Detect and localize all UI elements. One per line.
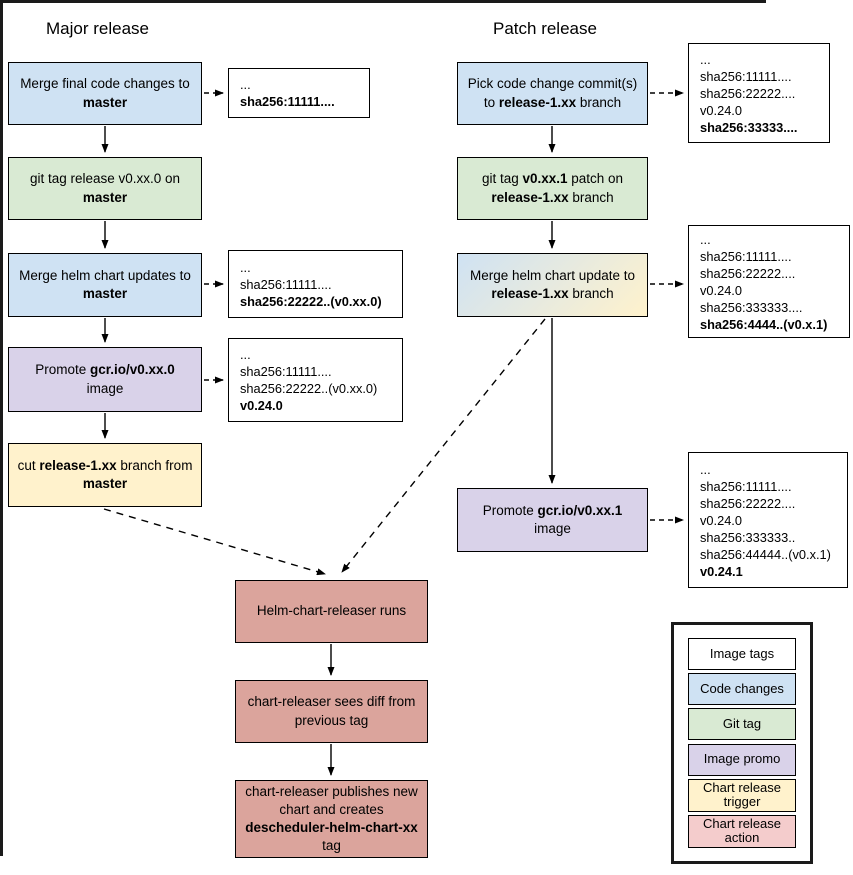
major-release-title: Major release (46, 19, 149, 38)
tag-line: sha256:11111.... (240, 364, 332, 379)
tag-box-patch-1: ...sha256:11111....sha256:22222....v0.24… (688, 43, 830, 143)
tag-box-major-1: ... sha256:11111.... (228, 68, 370, 118)
tag-line: v0.24.0 (700, 102, 742, 118)
tag-line: ... (700, 231, 711, 247)
flow-node-merge-final-code: Merge final code changes to master (8, 62, 202, 125)
flow-node-cut-release-branch: cut release-1.xx branch from master (8, 443, 202, 507)
flow-node-merge-helm-updates: Merge helm chart updates to master (8, 253, 202, 317)
legend-item-image-promo: Image promo (688, 743, 796, 776)
tag-line: sha256:11111.... (700, 478, 792, 494)
tag-line: sha256:22222.... (700, 85, 796, 101)
flow-node-promote-image: Promote gcr.io/v0.xx.0 image (8, 347, 202, 412)
canvas-border-left (0, 0, 3, 856)
flow-node-promote-image-patch: Promote gcr.io/v0.xx.1 image (457, 488, 648, 552)
legend-item-chart-release-trigger: Chart release trigger (688, 778, 796, 812)
tag-line: v0.24.1 (700, 563, 743, 579)
tag-box-major-3: ... sha256:11111.... sha256:22222..(v0.xx.… (228, 338, 403, 422)
tag-box-major-2: ...sha256:11111....sha256:22222..(v0.xx.… (228, 250, 403, 318)
tag-line: sha256:11111.... (700, 248, 792, 264)
flow-node-pick-code-change: Pick code change commit(s) to release-1.… (457, 62, 648, 125)
flow-node-chart-releaser-publishes: chart-releaser publishes new chart and c… (235, 780, 428, 858)
tag-line: sha256:11111.... (240, 276, 332, 292)
tag-line: ... (240, 77, 251, 92)
tag-line: sha256:22222..(v0.xx.0) (240, 293, 382, 309)
tag-line: v0.24.0 (700, 512, 742, 528)
tag-line: v0.24.0 (240, 398, 283, 413)
tag-line: v0.24.0 (700, 282, 742, 298)
tag-line: ... (700, 51, 711, 67)
tag-line: sha256:22222.... (700, 265, 796, 281)
tag-line: sha256:333333.... (700, 299, 803, 315)
tag-line: sha256:4444..(v0.x.1) (700, 316, 828, 332)
tag-line: sha256:22222.... (700, 495, 796, 511)
tag-line: sha256:333333.. (700, 529, 796, 545)
legend-item-code-changes: Code changes (688, 673, 796, 706)
flow-node-helm-chart-releaser-runs: Helm-chart-releaser runs (235, 580, 428, 643)
flow-node-merge-helm-update-release: Merge helm chart update to release-1.xx … (457, 253, 648, 317)
tag-box-patch-2: ...sha256:11111....sha256:22222....v0.24… (688, 225, 850, 338)
tag-line: sha256:11111.... (240, 94, 335, 109)
tag-line: sha256:44444..(v0.x.1) (700, 546, 831, 562)
tag-box-patch-3: ...sha256:11111....sha256:22222....v0.24… (688, 452, 848, 588)
legend-item-image-tags: Image tags (688, 638, 796, 670)
tag-line: ... (240, 347, 251, 362)
tag-line: ... (700, 461, 711, 477)
tag-line: sha256:22222..(v0.xx.0) (240, 381, 378, 396)
legend-item-git-tag: Git tag (688, 708, 796, 741)
tag-line: sha256:33333.... (700, 119, 798, 135)
flow-node-chart-releaser-sees-diff: chart-releaser sees diff from previous t… (235, 680, 428, 743)
patch-release-title: Patch release (493, 19, 597, 38)
flow-node-git-tag-release: git tag release v0.xx.0 on master (8, 157, 202, 220)
legend: Image tags Code changes Git tag Image pr… (671, 622, 813, 864)
tag-line: ... (240, 259, 251, 275)
legend-item-chart-release-action: Chart release action (688, 814, 796, 848)
flow-node-git-tag-patch: git tag v0.xx.1 patch on release-1.xx br… (457, 157, 648, 220)
tag-line: sha256:11111.... (700, 68, 792, 84)
canvas-border-top (0, 0, 766, 3)
